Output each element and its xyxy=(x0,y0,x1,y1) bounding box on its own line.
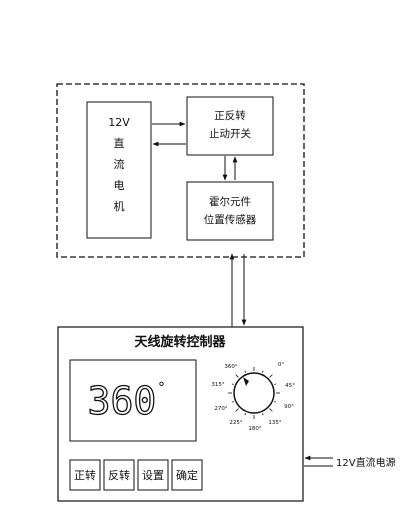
svg-text:直: 直 xyxy=(114,136,125,150)
dial-tick xyxy=(269,408,273,412)
antenna-unit-enclosure xyxy=(56,83,305,258)
dial-tick xyxy=(269,374,273,378)
settings-button[interactable]: 设置 xyxy=(137,459,169,491)
display-degree: ° xyxy=(158,380,165,396)
reverse-button-label: 反转 xyxy=(108,468,130,482)
dial-label-225: 225° xyxy=(229,420,242,426)
dial-tick xyxy=(274,383,277,385)
dial-tick xyxy=(244,370,246,373)
limit-switch-box xyxy=(186,96,274,156)
controller-box xyxy=(57,326,304,502)
dial-pointer-icon xyxy=(243,377,249,386)
forward-button[interactable]: 正转 xyxy=(69,459,101,491)
dial-tick xyxy=(231,401,234,403)
motor-label: 12V 直 流 电 机 xyxy=(108,116,130,213)
dial-tick xyxy=(244,413,246,416)
dial-label-90: 90° xyxy=(284,404,294,410)
display-panel xyxy=(69,359,197,442)
dial-label-45: 45° xyxy=(285,383,295,389)
hall-sensor-label-line2: 位置传感器 xyxy=(204,213,257,226)
dial-tick xyxy=(235,408,239,412)
svg-text:机: 机 xyxy=(114,199,125,213)
dial-label-180: 180° xyxy=(248,426,261,432)
confirm-button[interactable]: 确定 xyxy=(171,459,203,491)
dial-label-135: 135° xyxy=(268,420,281,426)
angle-dial[interactable]: 360° 0° 45° 90° 135° 180° 225° 270° 315° xyxy=(211,362,295,432)
hall-sensor-box xyxy=(186,181,274,241)
dial-label-270: 270° xyxy=(214,406,227,412)
forward-button-label: 正转 xyxy=(74,468,96,482)
dial-label-315: 315° xyxy=(211,382,224,388)
limit-switch-label-line2: 止动开关 xyxy=(209,127,251,140)
limit-switch-label-line1: 正反转 xyxy=(214,109,246,122)
dial-tick xyxy=(262,370,264,373)
dial-tick xyxy=(262,413,264,416)
dial-label-360: 360° xyxy=(224,364,237,370)
hall-sensor-label-line1: 霍尔元件 xyxy=(209,195,251,208)
controller-title: 天线旋转控制器 xyxy=(134,334,226,350)
svg-text:电: 电 xyxy=(114,179,125,192)
svg-text:流: 流 xyxy=(114,157,125,171)
dial-tick xyxy=(231,383,234,385)
dial-ticks xyxy=(228,367,280,419)
display-value: 360 xyxy=(88,379,157,423)
reverse-button[interactable]: 反转 xyxy=(103,459,135,491)
dial-knob[interactable] xyxy=(233,372,275,414)
dial-tick xyxy=(274,401,277,403)
dial-label-0: 0° xyxy=(278,362,284,368)
confirm-button-label: 确定 xyxy=(176,468,198,482)
settings-button-label: 设置 xyxy=(142,469,164,482)
svg-text:12V: 12V xyxy=(108,116,130,129)
power-label: 12V直流电源 xyxy=(336,456,396,469)
dial-tick xyxy=(235,374,239,378)
motor-box xyxy=(86,101,152,239)
